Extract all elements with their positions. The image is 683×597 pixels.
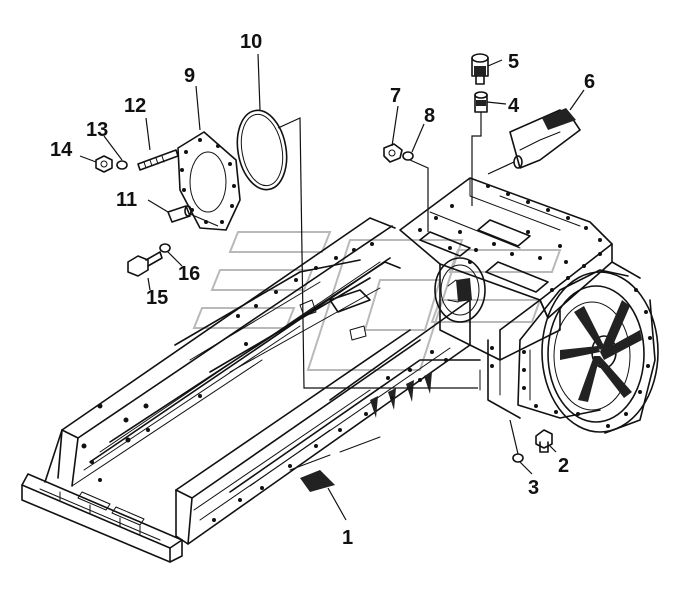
- dowel-pin: [167, 205, 219, 227]
- watermark: [192, 231, 562, 371]
- o-ring: [236, 109, 288, 191]
- callout-10: 10: [240, 31, 262, 53]
- callout-2: 2: [558, 455, 569, 477]
- adapter-4: [474, 91, 488, 113]
- callout-labels: 1 2 3 4 5 6 7 8 9 10 11 12 13 14 15 16: [50, 31, 595, 549]
- drain-plug: [535, 429, 553, 453]
- cover-plate: [177, 131, 241, 231]
- callout-8: 8: [424, 105, 435, 127]
- fitting-5: [471, 53, 489, 85]
- callout-11: 11: [116, 189, 137, 211]
- washer: [159, 243, 171, 253]
- callout-15: 15: [146, 287, 168, 309]
- leader-lines: [79, 53, 585, 521]
- stud-bolt: [137, 149, 179, 171]
- callout-4: 4: [508, 95, 520, 117]
- frame-bolt-holes: [81, 184, 652, 522]
- callout-14: 14: [50, 139, 73, 161]
- callout-7: 7: [390, 85, 401, 107]
- nut: [95, 155, 113, 173]
- callout-6: 6: [584, 71, 595, 93]
- callout-5: 5: [508, 51, 519, 73]
- callout-3: 3: [528, 477, 539, 499]
- callout-1: 1: [342, 527, 353, 549]
- callout-9: 9: [184, 65, 195, 87]
- hex-bolt: [127, 251, 163, 277]
- main-frame: [21, 177, 659, 563]
- lock-washer: [116, 160, 128, 170]
- callout-16: 16: [178, 263, 200, 285]
- o-ring-3: [512, 453, 524, 463]
- callout-12: 12: [124, 95, 146, 117]
- guard-plate: [509, 108, 581, 169]
- washer-8: [402, 151, 414, 161]
- callout-13: 13: [86, 119, 108, 141]
- nut-7: [383, 143, 403, 163]
